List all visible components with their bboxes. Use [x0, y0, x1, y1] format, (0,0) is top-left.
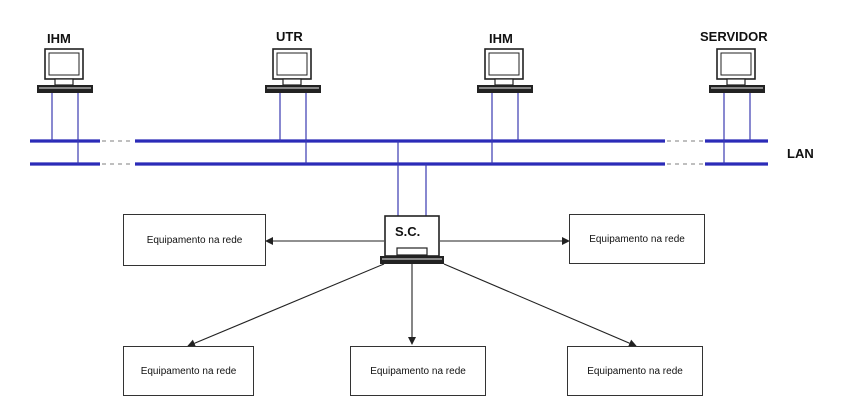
- node-label-utr: UTR: [276, 29, 303, 44]
- equipment-label: Equipamento na rede: [140, 365, 237, 377]
- node-label-ihm: IHM: [47, 31, 71, 46]
- equipment-label: Equipamento na rede: [587, 365, 683, 377]
- equipment-label: Equipamento na rede: [370, 365, 466, 377]
- computer-icon: [380, 215, 444, 264]
- equipment-box: Equipamento na rede: [123, 214, 266, 266]
- equipment-links: [187, 237, 637, 347]
- node-label-sc: S.C.: [395, 224, 421, 239]
- computer-icon: [708, 48, 766, 94]
- equipment-box: Equipamento na rede: [569, 214, 705, 264]
- lan-bus: [30, 139, 768, 166]
- equipment-box: Equipamento na rede: [350, 346, 486, 396]
- equipment-box: Equipamento na rede: [567, 346, 703, 396]
- equipment-label: Equipamento na rede: [589, 233, 685, 245]
- computer-icon: [36, 48, 94, 94]
- lan-label: LAN: [787, 146, 814, 161]
- computer-icon: [476, 48, 534, 94]
- node-label-ihm: IHM: [489, 31, 513, 46]
- equipment-box: Equipamento na rede: [123, 346, 254, 396]
- computer-icon: [264, 48, 322, 94]
- lan-bus-gaps: [102, 140, 703, 165]
- node-label-servidor: SERVIDOR: [700, 29, 768, 44]
- lan-drops: [51, 93, 751, 218]
- equipment-label: Equipamento na rede: [146, 234, 243, 246]
